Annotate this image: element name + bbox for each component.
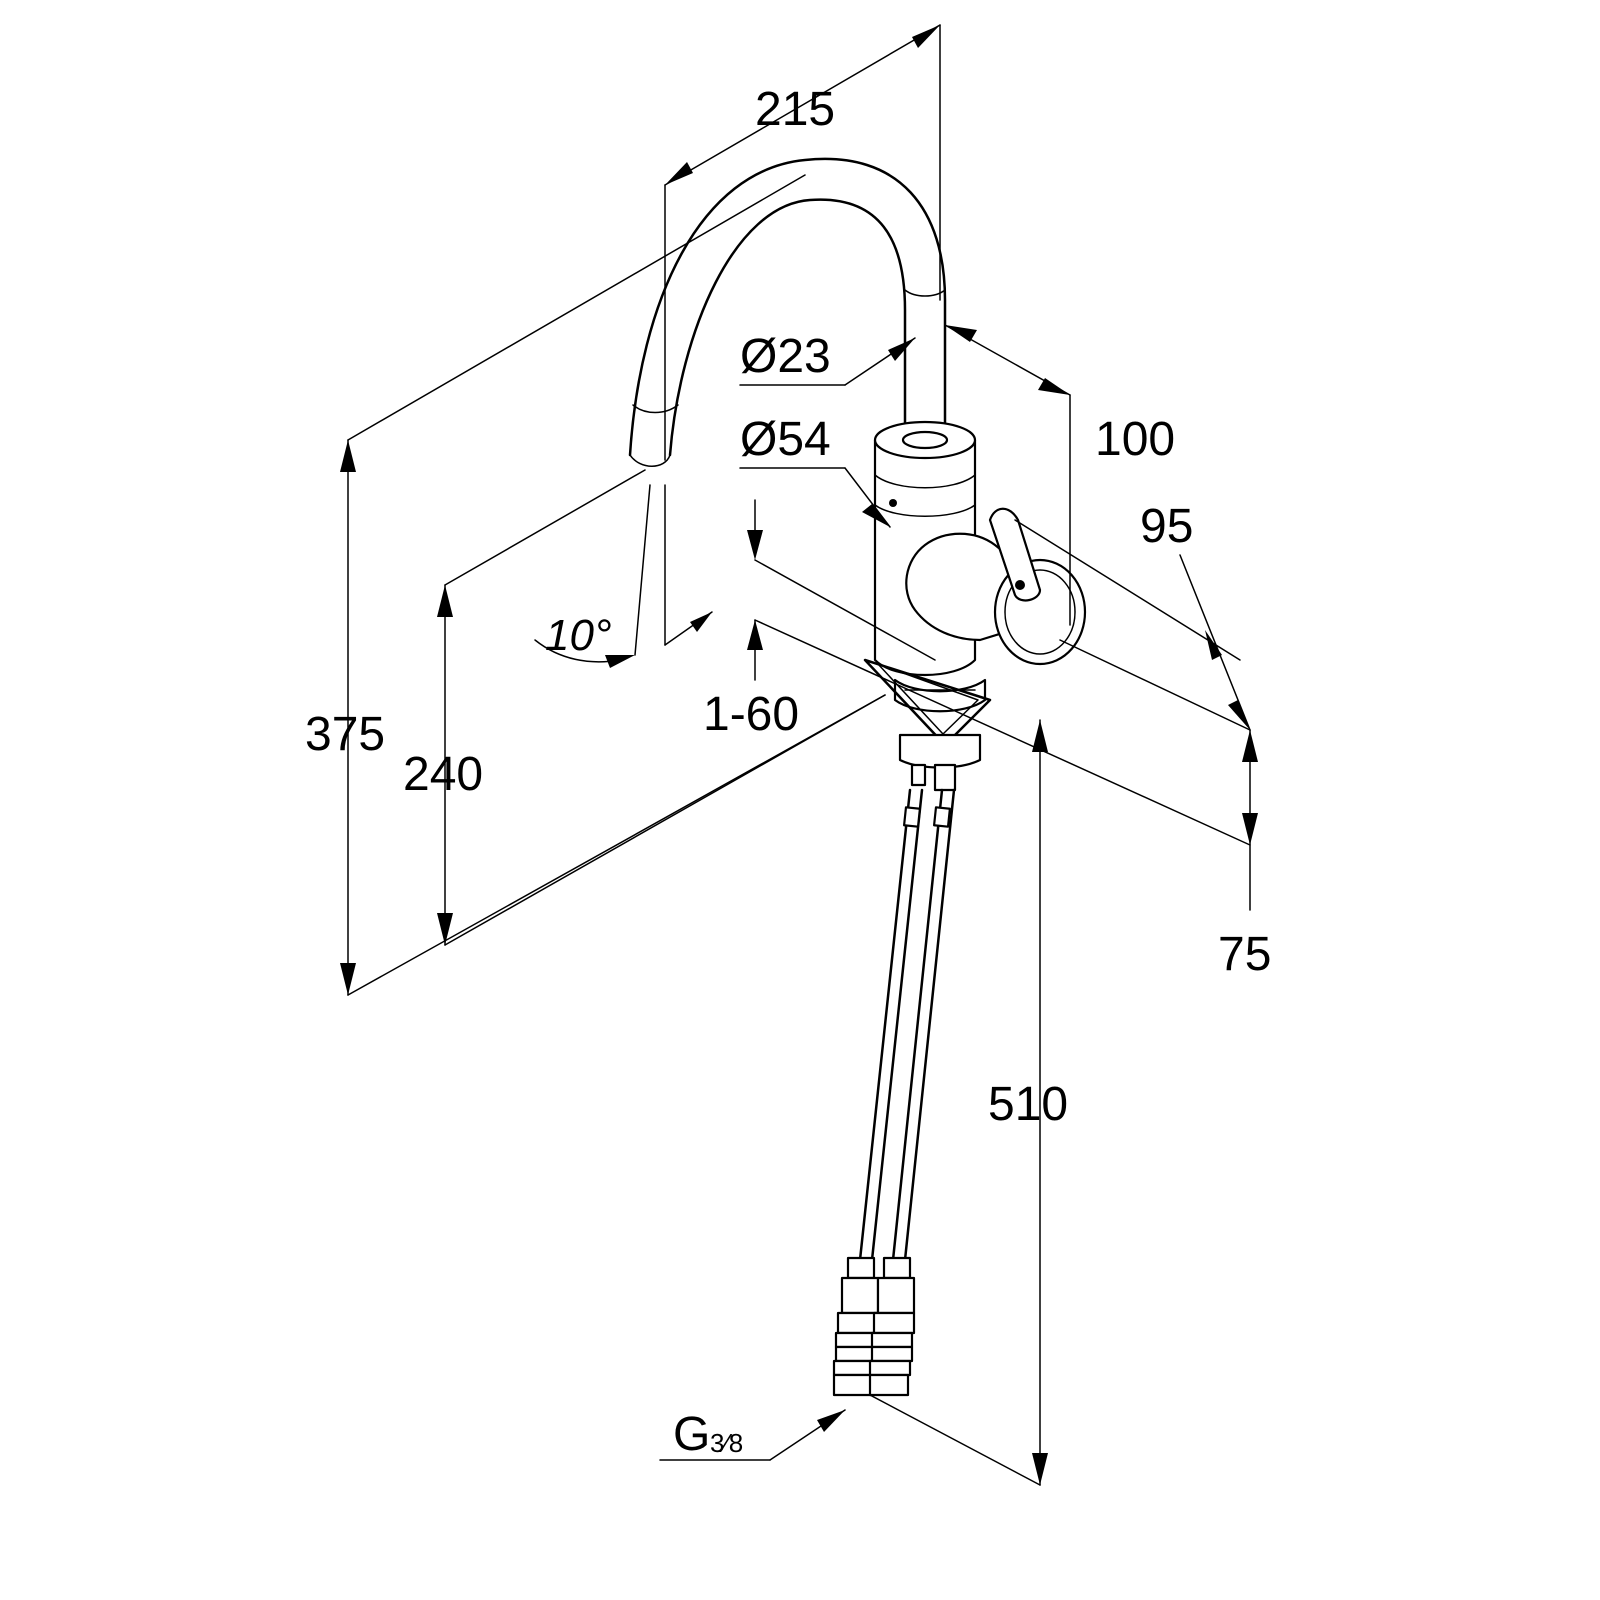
label-counter-thickness: 1-60 xyxy=(703,688,799,741)
label-spout-height: 240 xyxy=(403,748,483,801)
label-thread-size: G xyxy=(673,1408,710,1461)
supply-hoses xyxy=(832,788,956,1397)
label-spout-diameter: Ø23 xyxy=(740,330,831,383)
dimension-lines xyxy=(340,24,1258,1486)
label-base-offset: 75 xyxy=(1218,928,1271,981)
label-handle-offset: 100 xyxy=(1095,413,1175,466)
label-handle-depth: 95 xyxy=(1140,500,1193,553)
label-hose-length: 510 xyxy=(988,1078,1068,1131)
faucet-outline xyxy=(628,157,1087,792)
label-thread-fraction: 3⁄8 xyxy=(710,1428,743,1458)
dimension-labels: 215 Ø23 Ø54 100 95 10° 1-60 375 240 75 5… xyxy=(305,83,1271,1461)
label-body-diameter: Ø54 xyxy=(740,413,831,466)
label-total-height: 375 xyxy=(305,708,385,761)
label-spout-reach: 215 xyxy=(755,83,835,136)
label-spout-angle: 10° xyxy=(545,611,612,660)
hose-fitting-right xyxy=(868,1256,916,1397)
